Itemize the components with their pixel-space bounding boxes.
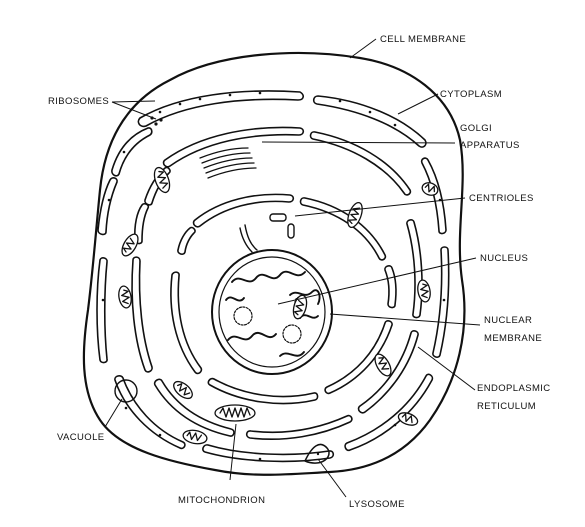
- label-cell-membrane: CELL MEMBRANE: [380, 34, 466, 45]
- label-vacuole: VACUOLE: [57, 432, 105, 443]
- label-cytoplasm: CYTOPLASM: [440, 89, 502, 100]
- endoplasmic-reticulum: [96, 90, 450, 463]
- ribosome-dots: [101, 91, 446, 461]
- centrioles: [239, 213, 295, 253]
- label-golgi-line2: APPARATUS: [460, 140, 520, 151]
- label-nucleus: NUCLEUS: [480, 253, 528, 264]
- golgi-apparatus: [199, 147, 257, 179]
- mitochondrion-main: [214, 404, 256, 422]
- label-nuclear-membrane-line1: NUCLEAR: [484, 315, 532, 326]
- lysosome: [304, 443, 330, 464]
- label-mitochondrion: MITOCHONDRION: [178, 495, 265, 506]
- label-lysosome: LYSOSOME: [349, 499, 405, 510]
- mitochondria: [118, 166, 439, 445]
- label-er-line1: ENDOPLASMIC: [477, 383, 551, 394]
- leader-lines: [104, 38, 481, 498]
- vacuole: [114, 379, 138, 403]
- label-nuclear-membrane-line2: MEMBRANE: [484, 333, 542, 344]
- nucleus: [211, 249, 333, 375]
- labels: CELL MEMBRANE CYTOPLASM RIBOSOMES GOLGI …: [48, 34, 551, 510]
- label-centrioles: CENTRIOLES: [469, 193, 534, 204]
- label-ribosomes: RIBOSOMES: [48, 96, 109, 107]
- label-golgi-line1: GOLGI: [460, 123, 492, 134]
- cell-membrane: [82, 51, 466, 476]
- label-er-line2: RETICULUM: [477, 401, 536, 412]
